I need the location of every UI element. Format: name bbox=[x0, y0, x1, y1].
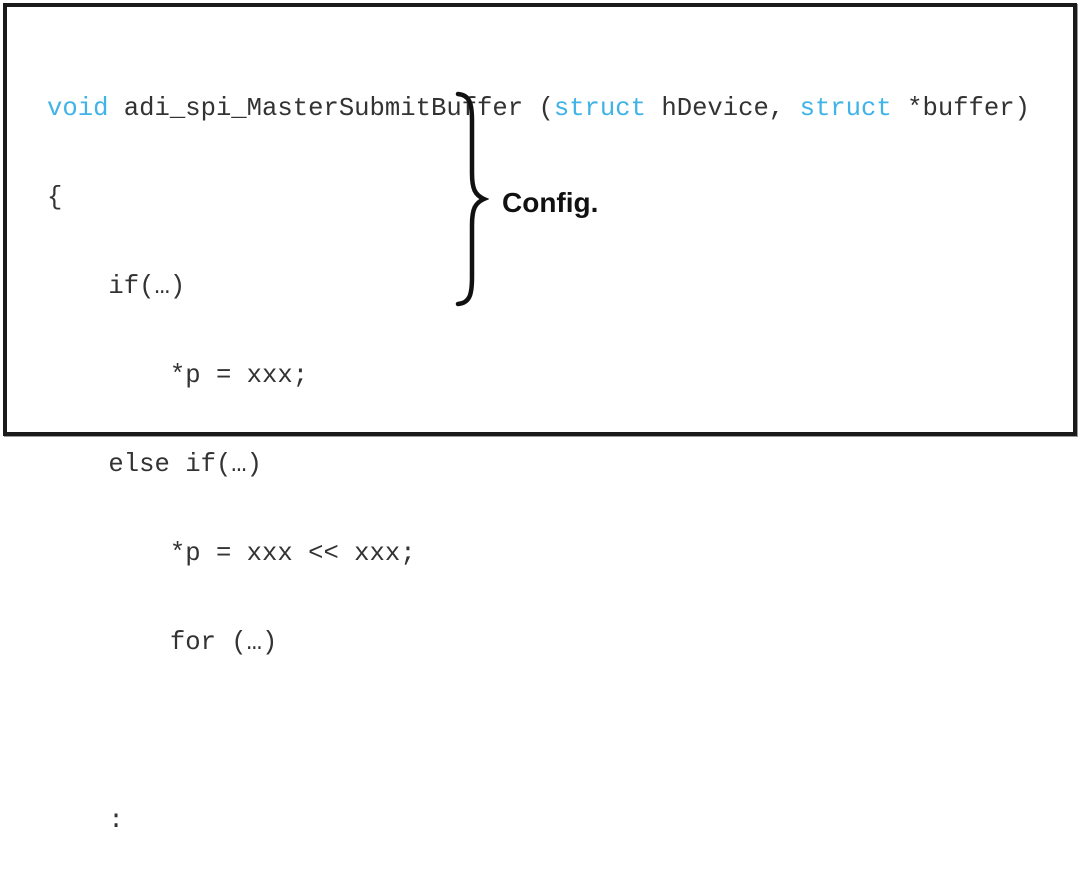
function-name-text: adi_spi_MasterSubmitBuffer ( bbox=[108, 94, 554, 123]
code-line-for: for (…) bbox=[47, 628, 278, 657]
code-line-else-if: else if(…) bbox=[47, 450, 263, 479]
code-line-continuation-colon: : bbox=[47, 806, 124, 835]
param-hdevice-text: hDevice, bbox=[646, 94, 800, 123]
code-block: void adi_spi_MasterSubmitBuffer (struct … bbox=[47, 35, 1030, 878]
code-line-assign-1: *p = xxx; bbox=[47, 361, 309, 390]
config-label: Config. bbox=[502, 187, 599, 218]
param-buffer-text: *buffer) bbox=[891, 94, 1030, 123]
code-line-blank-1 bbox=[47, 716, 1030, 747]
code-line-function-signature: void adi_spi_MasterSubmitBuffer (struct … bbox=[47, 93, 1030, 124]
keyword-struct-1: struct bbox=[553, 94, 646, 123]
figure-frame: void adi_spi_MasterSubmitBuffer (struct … bbox=[3, 3, 1077, 835]
keyword-struct-2: struct bbox=[799, 94, 892, 123]
curly-brace-icon bbox=[455, 91, 489, 307]
code-line-if: if(…) bbox=[47, 272, 186, 301]
code-line-assign-2: *p = xxx << xxx; bbox=[47, 539, 416, 568]
keyword-void: void bbox=[47, 94, 109, 123]
code-line-open-brace: { bbox=[47, 183, 63, 212]
